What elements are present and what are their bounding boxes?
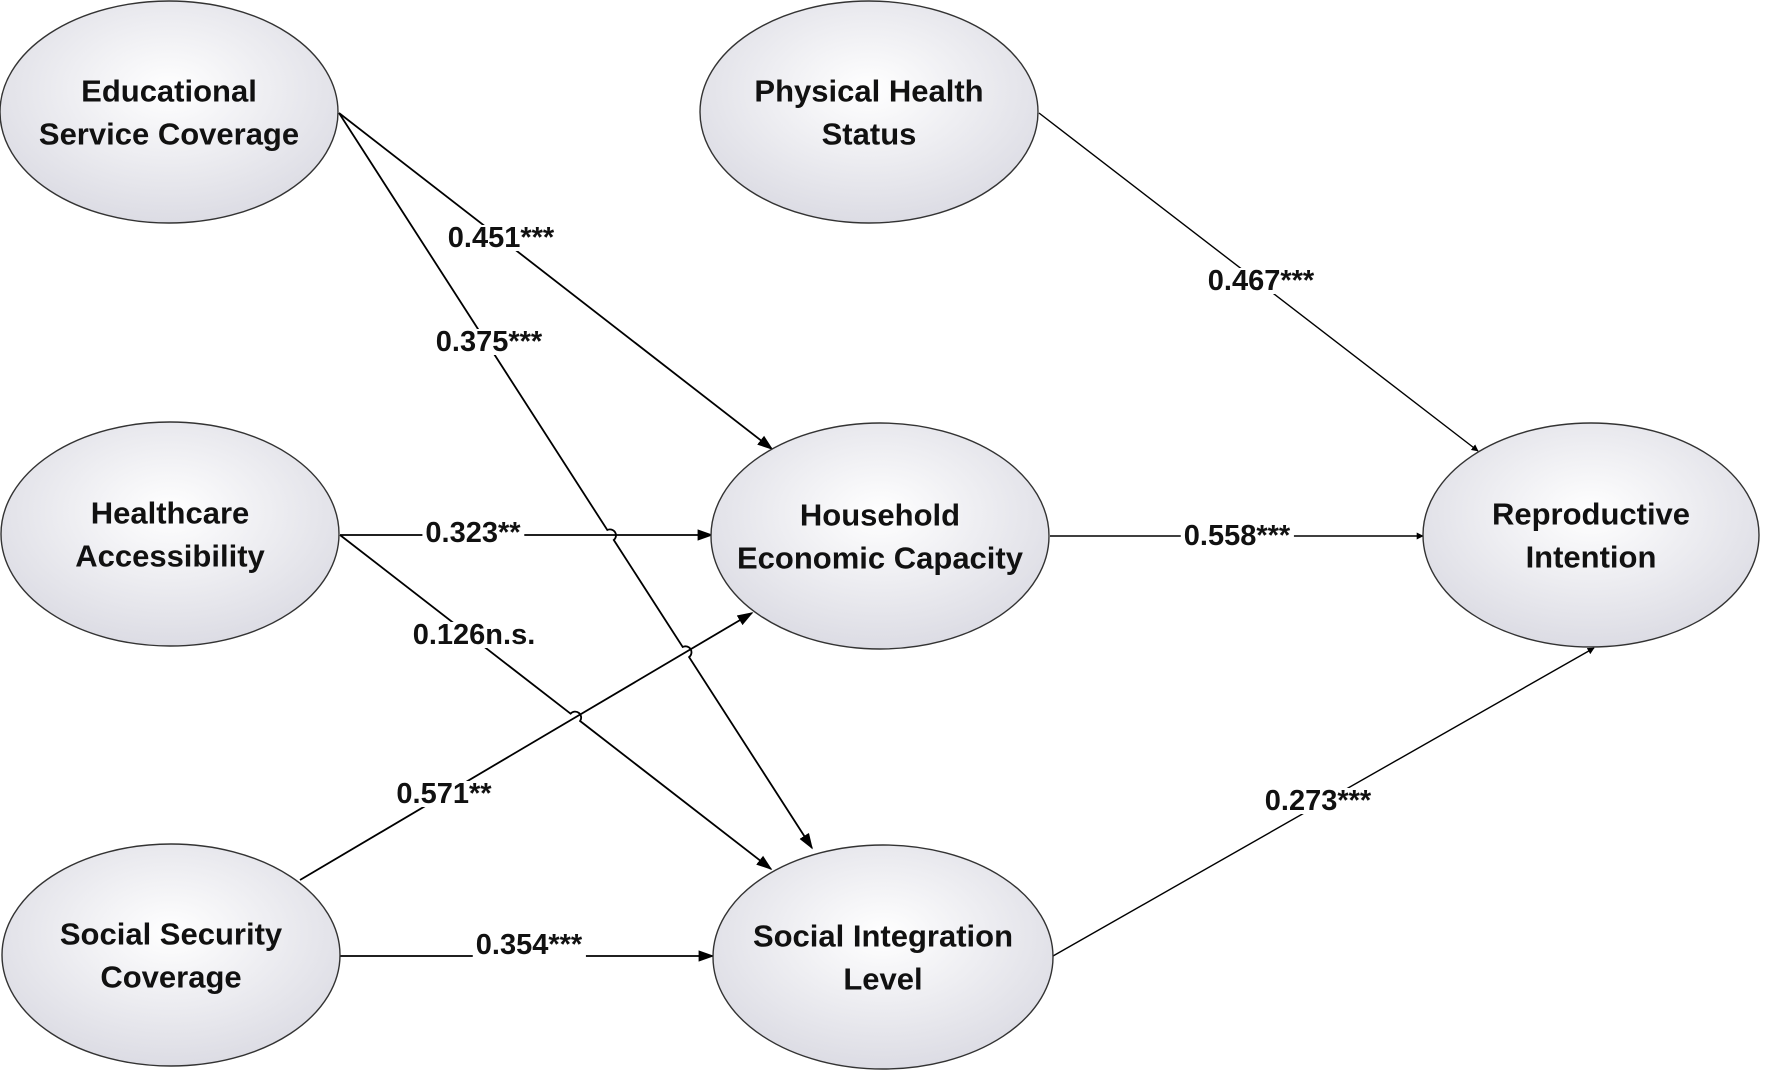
physical-health-status-ellipse xyxy=(699,0,1039,224)
path-edu-integration-arrow xyxy=(338,112,813,850)
educational-service-coverage-ellipse xyxy=(0,0,339,224)
household-economic-capacity-label-line-2: Economic Capacity xyxy=(737,541,1024,576)
path-socialsec-integration-coefficient: 0.354*** xyxy=(472,929,586,961)
social-integration-level-ellipse xyxy=(712,844,1054,1070)
path-socialsec-household-coefficient-bg xyxy=(393,781,496,807)
path-household-reproductive-coefficient-text: 0.558*** xyxy=(1184,520,1291,552)
path-edu-household-coefficient: 0.451*** xyxy=(444,222,558,254)
healthcare-accessibility-label-line-2: Accessibility xyxy=(75,539,265,574)
reproductive-intention-label-line-2: Intention xyxy=(1526,540,1657,575)
household-economic-capacity-ellipse xyxy=(710,422,1050,650)
social-security-coverage-ellipse xyxy=(1,843,341,1067)
healthcare-accessibility-label-line-1: Healthcare xyxy=(91,496,250,531)
path-household-reproductive-coefficient: 0.558*** xyxy=(1180,520,1294,552)
path-health-integration-coefficient-bg xyxy=(409,622,539,648)
physical-health-status-label-line-1: Physical Health xyxy=(754,74,983,109)
path-integration-reproductive-coefficient-bg xyxy=(1261,788,1375,814)
path-socialsec-household-coefficient: 0.571** xyxy=(393,778,496,810)
path-health-integration-arrow xyxy=(339,534,773,870)
healthcare-accessibility-ellipse xyxy=(0,421,340,647)
path-socialsec-household-coefficient-text: 0.571** xyxy=(396,778,492,810)
educational-service-coverage-label-line-2: Service Coverage xyxy=(39,117,299,152)
path-health-integration-coefficient: 0.126n.s. xyxy=(409,619,539,651)
path-socialsec-integration-coefficient-bg xyxy=(472,932,586,958)
path-edu-integration-coefficient-text: 0.375*** xyxy=(436,326,543,358)
path-physical-reproductive-coefficient-text: 0.467*** xyxy=(1208,265,1315,297)
household-economic-capacity-label-line-1: Household xyxy=(800,498,960,533)
path-health-household-coefficient: 0.323** xyxy=(422,517,525,549)
path-socialsec-integration-coefficient-text: 0.354*** xyxy=(476,929,583,961)
path-physical-reproductive-coefficient: 0.467*** xyxy=(1204,265,1318,297)
social-security-coverage-label-line-2: Coverage xyxy=(100,960,241,995)
labels-layer: 0.451*** 0.375*** 0.323** 0.126n.s. 0.571** 0… xyxy=(393,222,1375,961)
path-health-household-coefficient-text: 0.323** xyxy=(425,517,521,549)
educational-service-coverage-label-line-1: Educational xyxy=(81,74,257,109)
reproductive-intention-label-line-1: Reproductive xyxy=(1492,497,1690,532)
path-edu-integration-coefficient-bg xyxy=(432,329,546,355)
physical-health-status-label-line-2: Status xyxy=(822,117,917,152)
social-security-coverage-label-line-1: Social Security xyxy=(60,917,283,952)
path-socialsec-household-arrow xyxy=(299,612,754,881)
path-edu-household-coefficient-text: 0.451*** xyxy=(448,222,555,254)
path-physical-reproductive-coefficient-bg xyxy=(1204,268,1318,294)
path-edu-integration-coefficient: 0.375*** xyxy=(432,326,546,358)
reproductive-intention-ellipse xyxy=(1422,422,1760,648)
social-integration-level-label-line-1: Social Integration xyxy=(753,919,1013,954)
path-edu-household-coefficient-bg xyxy=(444,225,558,251)
social-integration-level-label-line-2: Level xyxy=(843,962,922,997)
path-health-integration-coefficient-text: 0.126n.s. xyxy=(413,619,536,651)
path-health-household-coefficient-bg xyxy=(422,520,525,546)
path-household-reproductive-coefficient-bg xyxy=(1180,523,1294,549)
path-integration-reproductive-coefficient: 0.273*** xyxy=(1261,785,1375,817)
path-integration-reproductive-coefficient-text: 0.273*** xyxy=(1265,785,1372,817)
path-edu-household-arrow xyxy=(338,112,774,450)
